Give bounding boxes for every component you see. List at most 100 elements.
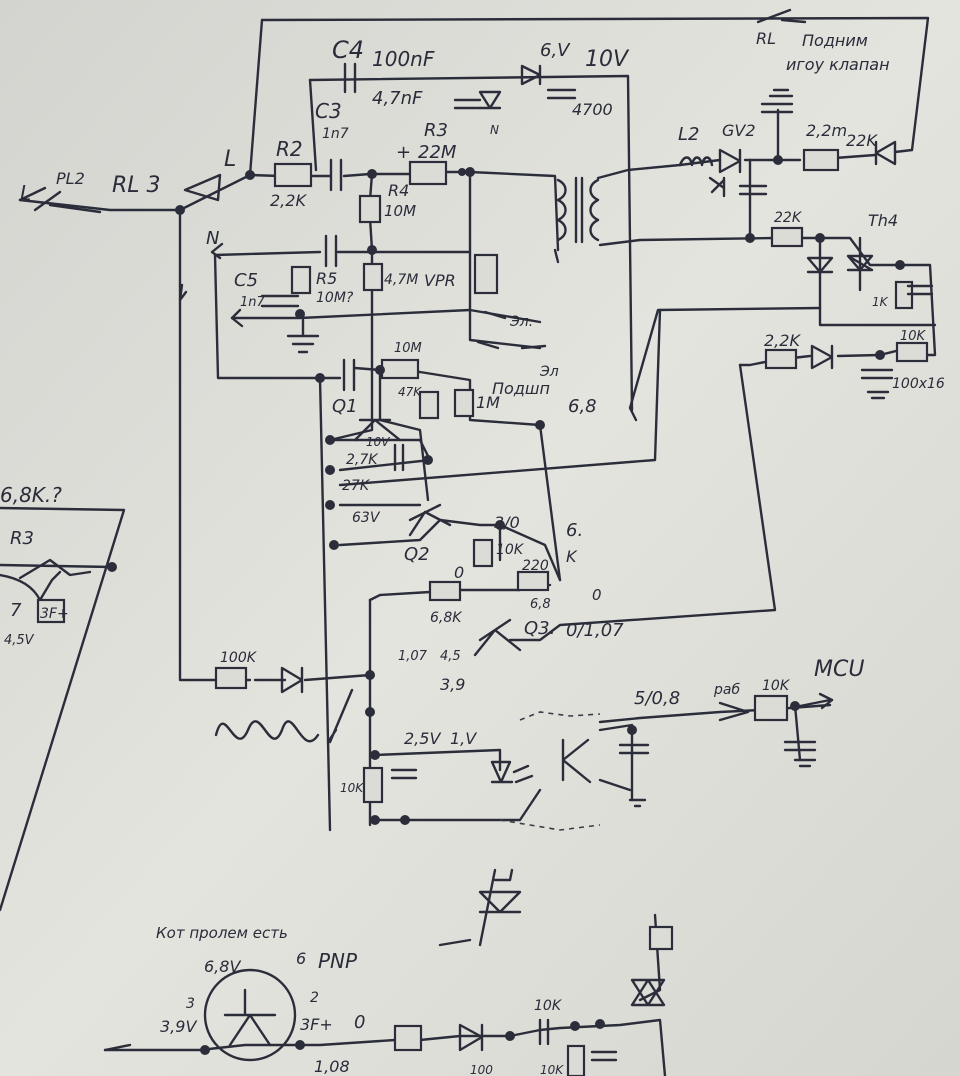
- label-r-27k: 2,7K: [346, 452, 379, 468]
- label-rl-note-2: игоу клапан: [786, 55, 890, 74]
- label-vpr: VPR: [424, 271, 456, 290]
- label-note-bottom: Кот пролем есть: [156, 924, 288, 942]
- label-r-22k-a: 22K: [846, 131, 878, 150]
- resistor-r3: [408, 160, 448, 186]
- label-r-10k-a: 10K: [900, 329, 927, 344]
- label-r4: R4: [388, 181, 409, 200]
- capacitor-th4: [906, 284, 934, 296]
- transistors: [18, 418, 592, 1062]
- label-r-10k-e: 10K: [534, 998, 563, 1014]
- resistor-vpr: [473, 253, 499, 295]
- label-left-7: 7: [10, 600, 22, 621]
- label-n-mid: N: [490, 123, 499, 137]
- label-r-68k: 6,8K: [430, 610, 463, 626]
- label-c3: C3: [315, 99, 342, 123]
- label-r-47k: 47K: [398, 385, 422, 399]
- label-rl3: RL 3: [112, 173, 161, 198]
- capacitor-c5: [260, 294, 300, 308]
- label-mcu: MCU: [814, 657, 864, 682]
- resistor-22m: [802, 148, 840, 172]
- label-r-10k-b: 10K: [496, 542, 525, 558]
- resistor-68k: [428, 580, 462, 602]
- label-v-0107: 0/1,07: [566, 620, 624, 641]
- label-top-voltage-2: 10V: [585, 47, 630, 72]
- capacitor-4700: [546, 88, 577, 100]
- label-r-10m: 10M: [394, 341, 422, 356]
- label-v-0a: 0: [454, 563, 464, 582]
- label-r4-value: 10M: [384, 202, 416, 220]
- capacitor-opto-out: [618, 743, 650, 755]
- label-r-1m: 1M: [476, 393, 500, 412]
- label-rabot: раб: [713, 682, 740, 698]
- grounds: [286, 88, 890, 808]
- label-r5: R5: [316, 269, 337, 288]
- label-c4-value-alt: 4,7nF: [372, 88, 423, 109]
- label-r-27k-2: 27K: [342, 478, 371, 494]
- label-left-3f: 3F+: [40, 606, 69, 622]
- resistor-10k-d: [362, 766, 384, 804]
- resistor-10k-a: [895, 341, 929, 363]
- transformer: [556, 156, 714, 244]
- resistor-10k-b: [472, 538, 494, 568]
- label-v-63: 63V: [352, 510, 381, 526]
- label-el-2: Эл: [539, 364, 559, 380]
- capacitor-right: [738, 184, 768, 196]
- label-c-10v: 10V: [366, 435, 390, 449]
- label-r-1k: 1K: [872, 295, 889, 309]
- capacitor-top-a: [453, 98, 482, 110]
- label-v-310: 3/0: [494, 513, 520, 532]
- label-r5-value: 10M?: [316, 290, 354, 306]
- capacitor-c3: [329, 158, 343, 192]
- label-r2: R2: [276, 137, 303, 161]
- label-c-100x16: 100x16: [892, 376, 945, 392]
- capacitors: [260, 62, 934, 1062]
- label-r-22k-c: 2,2K: [764, 331, 801, 350]
- resistor-47k: [418, 390, 440, 420]
- label-r-220: 220: [522, 558, 549, 574]
- label-r3-value: 22M: [418, 142, 457, 163]
- label-c5-value: 1n7: [240, 295, 266, 310]
- resistor-47m: [362, 262, 384, 292]
- labels: C4 100nF 4,7nF 6,V 10V RL Подним игоу кл…: [0, 29, 945, 1076]
- capacitor-10v: [393, 443, 405, 472]
- label-th4: Th4: [868, 211, 898, 230]
- label-v-3fb: 3F+: [300, 1015, 333, 1034]
- resistor-22k: [770, 226, 804, 248]
- label-gv2: GV2: [722, 121, 756, 140]
- label-r-47m: 4,7M: [384, 272, 418, 288]
- label-r-10k-f: 10K: [540, 1063, 564, 1076]
- label-pl2: PL2: [56, 169, 85, 188]
- opto-phototransistor: [561, 738, 592, 784]
- label-v-45: 4,5: [440, 649, 461, 664]
- label-plus: +: [396, 142, 411, 163]
- label-left-r3: R3: [10, 528, 34, 549]
- resistor-22k-c: [764, 348, 798, 370]
- label-c5: C5: [234, 270, 258, 291]
- label-r3: R3: [424, 120, 448, 141]
- junctions: [107, 155, 905, 1055]
- arrows: [18, 8, 834, 744]
- label-q1: Q1: [332, 396, 358, 417]
- resistor-r4: [358, 194, 382, 224]
- label-pnp: PNP: [318, 949, 358, 973]
- capacitor-mcu: [783, 740, 817, 752]
- label-left-45v: 4,5V: [4, 633, 35, 648]
- label-r-22k-b: 22K: [774, 210, 803, 226]
- label-v-1v: 1,V: [450, 729, 477, 748]
- label-r-100b: 100: [470, 1063, 493, 1076]
- label-v-0b: 0: [592, 586, 602, 604]
- transistor-q3: [473, 618, 522, 657]
- label-v-68b: 6,8: [530, 597, 551, 612]
- waveform: [214, 720, 320, 743]
- label-c4-value: 100nF: [372, 47, 435, 71]
- label-v-68a: 6,8: [568, 396, 597, 417]
- resistor-r2: [273, 162, 313, 188]
- resistor-10k-f: [566, 1044, 586, 1076]
- transistor-q1: [353, 418, 402, 442]
- capacitor-c4: [343, 62, 357, 94]
- capacitor-upper-n: [324, 234, 338, 268]
- label-r2-value: 2,2K: [270, 191, 307, 210]
- label-v-68v: 6,8V: [204, 957, 241, 976]
- label-v-107: 1,07: [398, 649, 428, 664]
